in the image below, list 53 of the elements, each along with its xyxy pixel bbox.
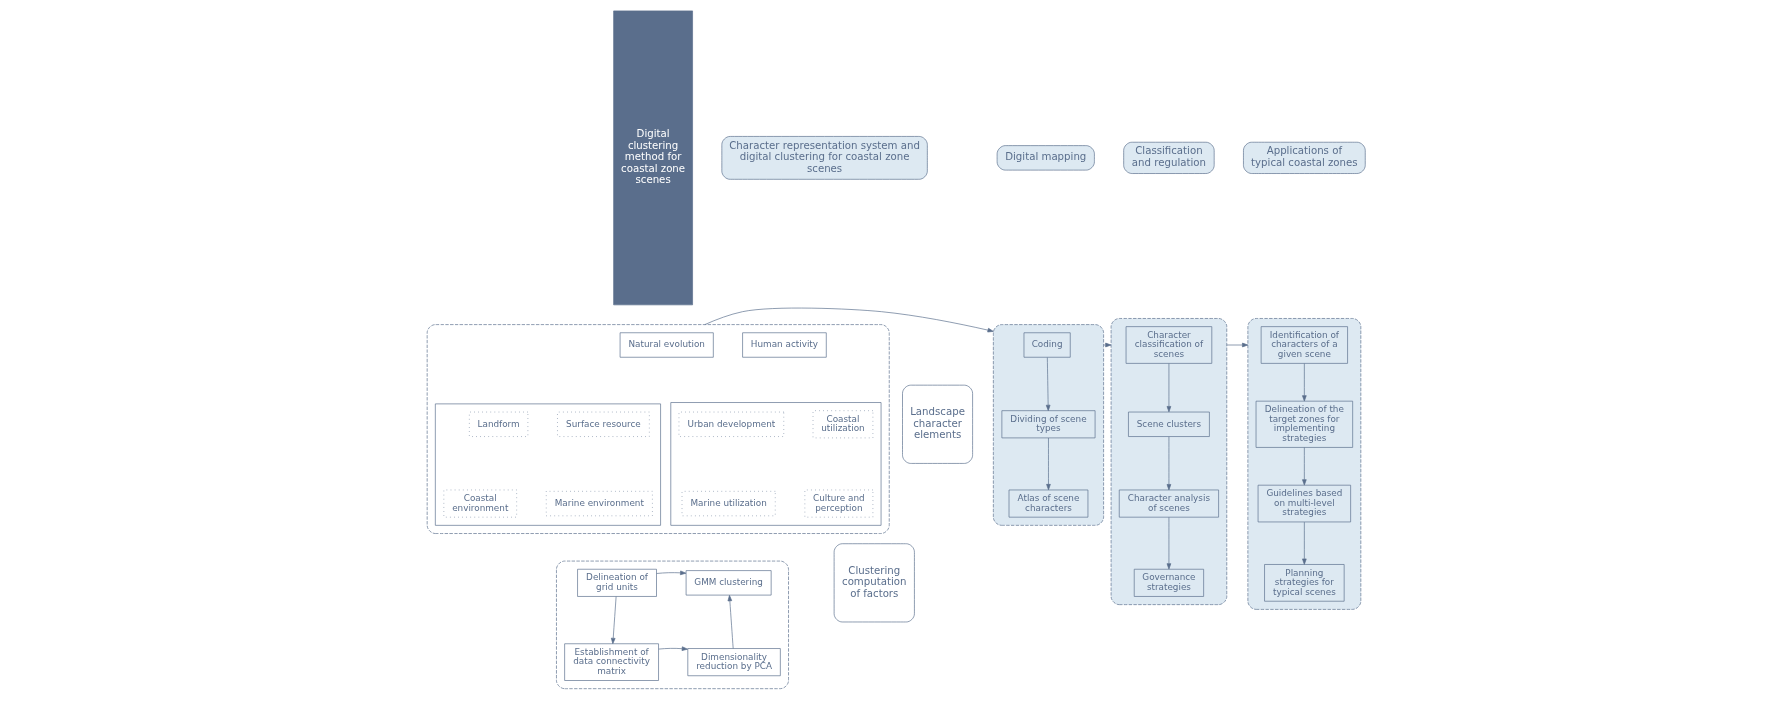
node-box: Marine environment: [545, 491, 653, 517]
node-box: Atlas of scene characters: [1008, 489, 1089, 518]
arrow: [1046, 437, 1051, 491]
node-box: Natural evolution: [619, 332, 714, 358]
arrow: [727, 595, 734, 649]
arrow: [704, 307, 994, 333]
cluster: [426, 324, 890, 534]
node-box: GMM clustering: [685, 570, 772, 596]
node-box: Digital clustering method for coastal zone scenes: [613, 10, 693, 306]
arrow: [1166, 436, 1172, 491]
arrow: [656, 570, 687, 576]
cluster: [1247, 318, 1362, 610]
node-box: Dividing of scene types: [1001, 410, 1096, 439]
arrow: [1166, 516, 1172, 570]
node-box: Digital mapping: [996, 145, 1095, 171]
node-box: Urban development: [678, 411, 785, 437]
node-box: Clustering computation of factors: [833, 543, 915, 623]
node-box: Applications of typical coastal zones: [1243, 141, 1366, 174]
cluster: [435, 403, 661, 526]
node-box: Classification and regulation: [1123, 141, 1215, 174]
cluster: [670, 402, 882, 526]
cluster: [556, 560, 789, 689]
arrow: [1045, 357, 1051, 411]
node-box: Character analysis of scenes: [1118, 489, 1219, 518]
node-box: Identification of characters of a given scene: [1260, 326, 1348, 364]
node-box: Coastal environment: [443, 489, 517, 518]
arrow: [1226, 342, 1249, 348]
arrow: [1302, 521, 1307, 565]
node-box: Delineation of grid units: [577, 568, 657, 597]
arrow: [658, 646, 688, 651]
arrow: [610, 596, 617, 645]
node-box: Governance strategies: [1133, 568, 1204, 597]
node-box: Character representation system and digital clustering for coastal zone scenes: [721, 136, 928, 180]
node-box: Landscape character elements: [902, 384, 973, 464]
arrow: [1302, 363, 1307, 402]
arrow: [1166, 363, 1172, 413]
arrow: [1302, 447, 1307, 486]
node-box: Coastal utilization: [812, 410, 874, 439]
node-box: Guidelines based on multi-level strategies: [1257, 484, 1351, 523]
node-box: Scene clusters: [1128, 411, 1210, 437]
node-box: Planning strategies for typical scenes: [1264, 564, 1345, 602]
node-box: Surface resource: [557, 411, 650, 437]
arrow: [1103, 342, 1112, 348]
node-box: Marine utilization: [681, 491, 776, 517]
node-box: Human activity: [742, 332, 827, 358]
node-box: Dimensionality reduction by PCA: [687, 648, 781, 677]
cluster: [1110, 318, 1228, 605]
node-box: Delineation of the target zones for implementing strategies: [1255, 400, 1353, 448]
node-box: Landform: [469, 411, 529, 437]
node-box: Culture and perception: [804, 489, 874, 518]
node-box: Establishment of data connectivity matrix: [564, 643, 659, 681]
node-box: Coding: [1023, 332, 1071, 358]
node-box: Character classification of scenes: [1125, 326, 1213, 364]
